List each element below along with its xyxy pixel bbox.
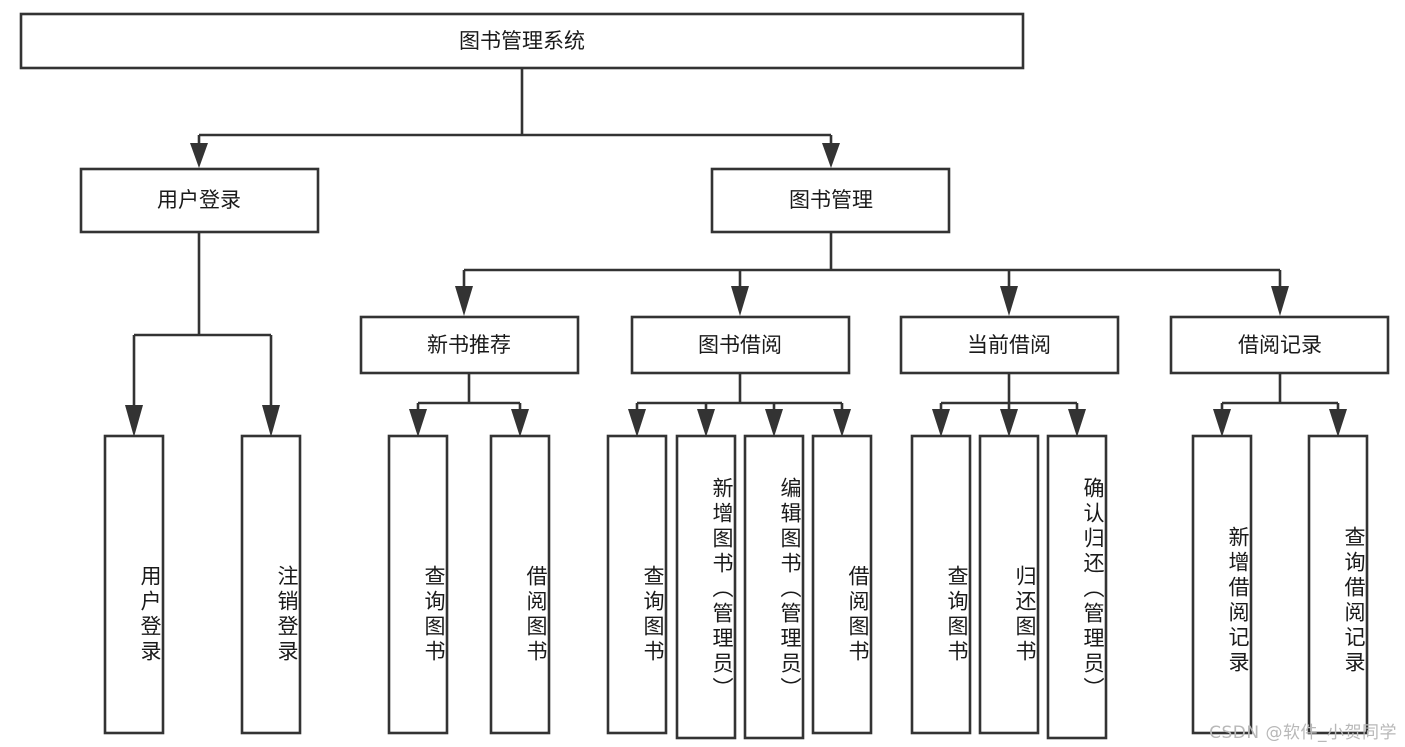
leaf-boxes-book-borrow xyxy=(606,434,873,740)
leaf-box-borrow-book-1[interactable] xyxy=(489,434,551,735)
arrow-head-icon xyxy=(1000,409,1018,437)
arrow-head-icon xyxy=(409,409,427,437)
leaf-boxes-current-borrow xyxy=(910,434,1108,740)
connector-newbook-to-leaves xyxy=(409,373,529,437)
arrow-head-icon xyxy=(932,409,950,437)
node-book-borrow[interactable]: 图书借阅 xyxy=(630,315,851,375)
leaf-boxes-borrow-record xyxy=(1191,434,1369,735)
arrow-head-icon xyxy=(262,405,280,437)
arrow-head-icon xyxy=(1271,286,1289,316)
arrow-head-icon xyxy=(125,405,143,437)
arrow-head-icon xyxy=(628,409,646,437)
connector-userlogin-to-leaves xyxy=(125,232,280,437)
leaf-box-logout[interactable] xyxy=(240,434,302,735)
leaf-box-return-book[interactable] xyxy=(978,434,1040,735)
node-borrow-record[interactable]: 借阅记录 xyxy=(1169,315,1390,375)
arrow-head-icon xyxy=(1068,409,1086,437)
connector-currentborrow-to-leaves xyxy=(932,373,1086,437)
leaf-box-query-book-1[interactable] xyxy=(387,434,449,735)
connector-borrowrecord-to-leaves xyxy=(1213,373,1347,437)
arrow-head-icon xyxy=(455,286,473,316)
leaf-box-user-login[interactable] xyxy=(103,434,165,735)
node-label-new-book-recommend: 新书推荐 xyxy=(427,333,511,357)
arrow-head-icon xyxy=(697,409,715,437)
node-new-book-recommend[interactable]: 新书推荐 xyxy=(359,315,580,375)
arrow-head-icon xyxy=(731,286,749,316)
node-user-login[interactable]: 用户登录 xyxy=(79,167,320,234)
node-label-user-login: 用户登录 xyxy=(157,188,241,212)
leaf-box-add-book-admin[interactable] xyxy=(675,434,737,740)
leaf-box-edit-book-admin[interactable] xyxy=(743,434,805,740)
arrow-head-icon xyxy=(822,143,840,168)
arrow-head-icon xyxy=(765,409,783,437)
arrow-head-icon xyxy=(1213,409,1231,437)
node-label-book-borrow: 图书借阅 xyxy=(698,333,782,357)
connector-root-to-level2 xyxy=(190,68,840,168)
arrow-head-icon xyxy=(511,409,529,437)
leaf-box-query-borrow-record[interactable] xyxy=(1307,434,1369,735)
leaf-box-query-book-2[interactable] xyxy=(606,434,668,735)
leaf-box-query-book-3[interactable] xyxy=(910,434,972,735)
connector-bookborrow-to-leaves xyxy=(628,373,851,437)
leaf-boxes-user-login xyxy=(103,434,302,735)
connector-bookmgmt-to-level3 xyxy=(455,232,1289,316)
node-label-current-borrow: 当前借阅 xyxy=(967,333,1051,357)
node-label-root: 图书管理系统 xyxy=(459,29,585,53)
node-book-management[interactable]: 图书管理 xyxy=(710,167,951,234)
leaf-box-confirm-return-admin[interactable] xyxy=(1046,434,1108,740)
node-label-book-management: 图书管理 xyxy=(789,188,873,212)
arrow-head-icon xyxy=(1329,409,1347,437)
csdn-watermark: CSDN @软件_小贺同学 xyxy=(1209,723,1397,743)
arrow-head-icon xyxy=(833,409,851,437)
node-label-borrow-record: 借阅记录 xyxy=(1238,333,1322,357)
leaf-boxes-new-book-recommend xyxy=(387,434,551,735)
arrow-head-icon xyxy=(1000,286,1018,316)
node-current-borrow[interactable]: 当前借阅 xyxy=(899,315,1120,375)
leaf-box-add-borrow-record[interactable] xyxy=(1191,434,1253,735)
arrow-head-icon xyxy=(190,143,208,168)
leaf-box-borrow-book-2[interactable] xyxy=(811,434,873,735)
node-root-system[interactable]: 图书管理系统 xyxy=(19,12,1025,70)
